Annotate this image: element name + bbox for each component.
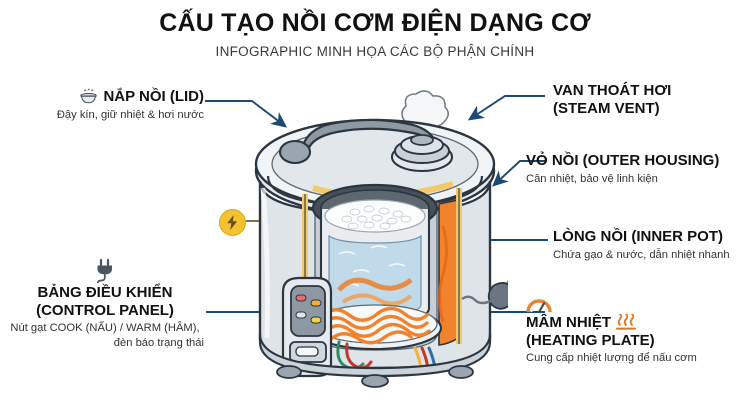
callout-outer-housing-title: VỎ NỒI (OUTER HOUSING) [526, 152, 720, 169]
steaming-pot-icon [79, 88, 98, 105]
steam-vent-cap [390, 134, 454, 173]
lightning-bolt-badge [219, 209, 246, 236]
callout-steam-vent-title-en: (STEAM VENT) [553, 99, 660, 117]
callout-control-panel-title-en: (CONTROL PANEL) [36, 301, 174, 319]
heating-coil [321, 306, 431, 345]
callout-outer-housing[interactable]: VỎ NỒI (OUTER HOUSING) Cân nhiệt, bảo vệ… [526, 152, 750, 187]
callout-steam-vent-title: VAN THOÁT HƠI [553, 82, 672, 99]
power-plug-icon [94, 258, 116, 284]
power-plug-icon [461, 280, 508, 310]
callout-lid[interactable]: NẮP NỒI (LID) Đậy kín, giữ nhiệt & hơi n… [14, 88, 204, 123]
lightning-bolt-icon [227, 215, 238, 230]
callout-heating-plate[interactable]: MÂM NHIỆT (HEATING PLATE) Cung cấp nhiệt… [526, 296, 750, 366]
rice-cooker-cutaway [254, 90, 508, 388]
page-title: CẤU TẠO NỒI CƠM ĐIỆN DẠNG CƠ [159, 9, 591, 37]
callout-inner-pot-title: LÒNG NỒI (INNER POT) [553, 228, 723, 245]
heat-waves-icon [616, 313, 636, 331]
control-panel [281, 276, 333, 378]
base-feet [258, 333, 492, 388]
gauge-icon [526, 296, 552, 313]
inner-pot [311, 183, 439, 324]
callout-inner-pot-desc: Chứa gạo & nước, dẫn nhiệt nhanh [553, 248, 730, 261]
cook-warm-switch [289, 341, 327, 363]
indicator-lights [295, 294, 322, 324]
callout-lid-desc: Đậy kín, giữ nhiệt & hơi nước [56, 108, 204, 121]
callout-control-panel-title: BẢNG ĐIỀU KHIỂN [37, 284, 173, 301]
heating-plate [307, 304, 443, 351]
callout-control-panel-desc2: đèn báo trạng thái [113, 337, 204, 350]
rice [324, 199, 426, 233]
callout-heating-plate-title: MÂM NHIỆT [526, 314, 611, 331]
callout-outer-housing-desc: Cân nhiệt, bảo vệ linh kiện [526, 172, 658, 185]
callout-inner-pot[interactable]: LÒNG NỒI (INNER POT) Chứa gạo & nước, dẫ… [553, 228, 750, 263]
callout-control-panel[interactable]: BẢNG ĐIỀU KHIỂN (CONTROL PANEL) Nút gạt … [6, 258, 204, 352]
page-subtitle: INFOGRAPHIC MINH HỌA CÁC BỘ PHẬN CHÍNH [215, 44, 535, 59]
callout-steam-vent[interactable]: VAN THOÁT HƠI (STEAM VENT) [553, 82, 748, 117]
water [328, 234, 422, 316]
callout-control-panel-desc: Nút gạt COOK (NẤU) / WARM (HÂM), [10, 322, 200, 335]
callout-heating-plate-desc: Cung cấp nhiệt lượng để nấu cơm [526, 352, 697, 365]
callout-lid-title: NẮP NỒI (LID) [103, 88, 204, 105]
callout-heating-plate-title-en: (HEATING PLATE) [526, 331, 655, 349]
